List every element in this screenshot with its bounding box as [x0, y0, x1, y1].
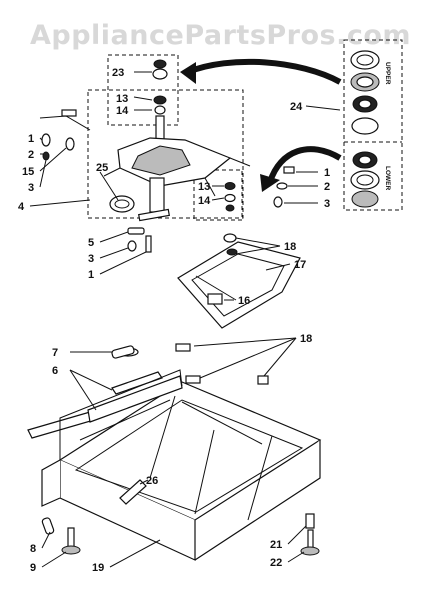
- callout-18-lower: 18: [300, 333, 312, 345]
- bearing-rings-box: UPPER LOWER: [343, 39, 403, 211]
- upper-label: UPPER: [384, 62, 391, 85]
- callout-1-left: 1: [28, 133, 34, 145]
- callout-3-right: 3: [324, 198, 330, 210]
- callout-8: 8: [30, 543, 36, 555]
- callouts: 23 13 14 24 1 2 15 3 25 13 14 1 2 3 4 5 …: [18, 67, 330, 574]
- agitator-drive-parts: [103, 59, 251, 213]
- callout-9: 9: [30, 562, 36, 574]
- left-fasteners: [39, 109, 91, 161]
- callout-17: 17: [294, 259, 306, 271]
- callout-6: 6: [52, 365, 58, 377]
- callout-1-right: 1: [324, 167, 330, 179]
- callout-21: 21: [270, 539, 282, 551]
- callout-3-lower: 3: [88, 253, 94, 265]
- callout-15: 15: [22, 166, 34, 178]
- callout-14-right: 14: [198, 195, 211, 207]
- lower-label: LOWER: [384, 166, 391, 190]
- callout-14-upper: 14: [116, 105, 129, 117]
- upper-detail-box: [87, 54, 244, 221]
- callout-19: 19: [92, 562, 104, 574]
- leader-lines: [29, 71, 341, 568]
- callout-26: 26: [146, 475, 158, 487]
- right-fasteners: [273, 166, 295, 208]
- callout-25: 25: [96, 162, 108, 174]
- callout-4: 4: [18, 201, 25, 213]
- watermark-text: AppliancePartsPros.com: [30, 20, 412, 51]
- callout-22: 22: [270, 557, 282, 569]
- suspension-frame: [177, 233, 301, 329]
- callout-2-left: 2: [28, 149, 34, 161]
- arrows: [180, 58, 342, 192]
- base-frame: [27, 343, 322, 561]
- callout-3-left: 3: [28, 182, 34, 194]
- callout-2-right: 2: [324, 181, 330, 193]
- callout-23: 23: [112, 67, 124, 79]
- callout-13-upper: 13: [116, 93, 128, 105]
- callout-13-right: 13: [198, 181, 210, 193]
- callout-16: 16: [238, 295, 250, 307]
- callout-7: 7: [52, 347, 58, 359]
- callout-24: 24: [290, 101, 303, 113]
- callout-18-upper: 18: [284, 241, 296, 253]
- callout-1-lower: 1: [88, 269, 94, 281]
- mount-fasteners: [127, 208, 170, 253]
- callout-5: 5: [88, 237, 94, 249]
